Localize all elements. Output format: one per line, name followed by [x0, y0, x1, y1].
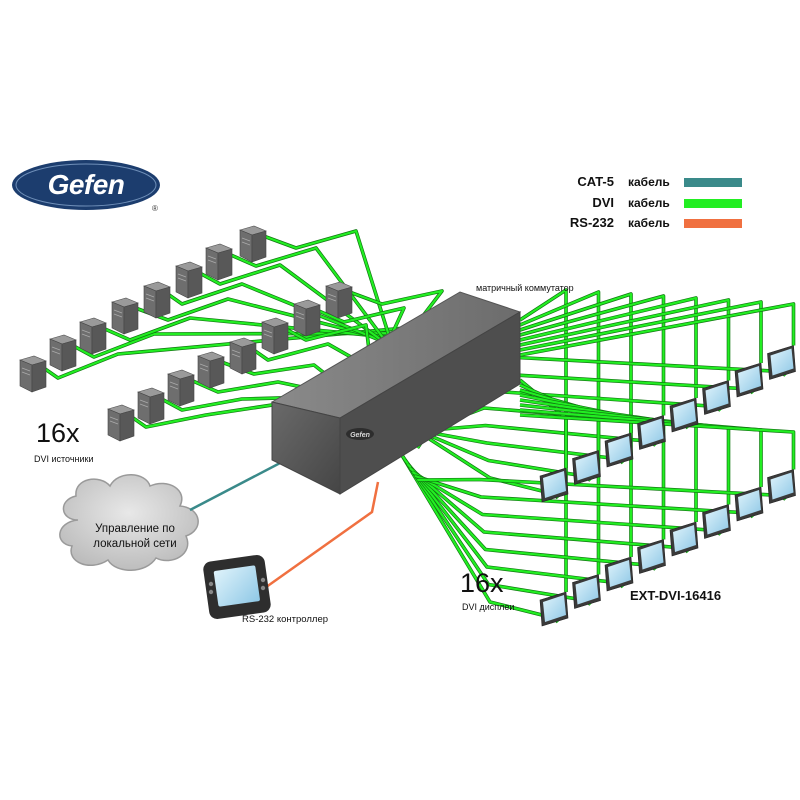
- rs232-controller-icon: [203, 555, 271, 619]
- network-label-line2: локальной сети: [93, 538, 177, 550]
- computer-tower-icon: [143, 281, 171, 319]
- computer-tower-icon: [49, 334, 77, 372]
- dvi-cable: [519, 292, 633, 433]
- dvi-cable: [519, 298, 731, 381]
- computer-tower-icon: [229, 337, 257, 375]
- legend-word: кабель: [628, 196, 670, 210]
- brand-name: Gefen: [47, 169, 125, 200]
- legend-word: кабель: [628, 175, 670, 189]
- displays-count: 16x: [460, 568, 504, 598]
- monitor-icon: [734, 362, 764, 398]
- sources-label: DVI источники: [34, 454, 94, 464]
- dvi-cable: [519, 296, 698, 398]
- dvi-cable: [519, 294, 666, 416]
- computer-tower-icon: [239, 225, 267, 263]
- computer-tower-icon: [293, 299, 321, 337]
- legend-word: кабель: [628, 216, 670, 230]
- computer-tower-icon: [79, 317, 107, 355]
- legend-type: DVI: [592, 195, 614, 210]
- monitor-icon: [572, 574, 601, 609]
- legend-item: CAT-5 кабель: [560, 174, 750, 192]
- controller-label: RS-232 контроллер: [242, 614, 329, 625]
- legend-type: CAT-5: [577, 174, 614, 189]
- computer-tower-icon: [205, 243, 233, 281]
- dvi-cable: [519, 300, 763, 363]
- monitor-icon: [734, 486, 764, 522]
- matrix-switch: Gefen: [270, 291, 522, 495]
- monitor-icon: [572, 450, 601, 485]
- computer-tower-icon: [325, 281, 353, 319]
- computer-tower-icon: [175, 261, 203, 299]
- dvi-cable: [519, 302, 796, 357]
- monitor-icon: [539, 591, 569, 627]
- monitor-icon: [669, 397, 699, 433]
- legend-swatch: [684, 219, 742, 228]
- monitor-icon: [702, 504, 731, 539]
- computer-tower-icon: [167, 369, 195, 407]
- rs232-cable: [261, 481, 380, 592]
- gefen-logo-icon: [12, 160, 160, 210]
- computer-tower-icon: [197, 351, 225, 389]
- monitor-icon: [604, 556, 634, 592]
- legend-swatch: [684, 178, 742, 187]
- dvi-cable: [519, 413, 796, 470]
- model-number: EXT-DVI-16416: [630, 588, 722, 603]
- switch-label: матричный коммутатор: [476, 283, 574, 293]
- registered-mark: ®: [152, 204, 158, 213]
- monitor-icon: [637, 539, 666, 574]
- monitor-icon: [539, 467, 569, 503]
- dvi-sources: [19, 225, 353, 442]
- network-label: Управление по локальной сети: [80, 522, 190, 552]
- legend-type: RS-232: [569, 215, 614, 230]
- dvi-displays: [539, 345, 796, 627]
- computer-tower-icon: [261, 317, 289, 355]
- computer-tower-icon: [107, 404, 135, 442]
- legend-item: RS-232 кабель: [560, 215, 750, 233]
- monitor-icon: [604, 432, 634, 468]
- computer-tower-icon: [111, 297, 139, 335]
- network-cloud-icon: [59, 474, 199, 571]
- monitor-icon: [702, 380, 731, 415]
- sources-count: 16x: [36, 418, 80, 448]
- computer-tower-icon: [19, 355, 47, 393]
- monitor-icon: [767, 345, 796, 380]
- cat5-cable: [189, 460, 283, 512]
- monitor-icon: [669, 521, 699, 557]
- legend-item: DVI кабель: [560, 195, 750, 213]
- computer-tower-icon: [137, 387, 165, 425]
- switch-logo: Gefen: [350, 432, 370, 439]
- monitor-icon: [767, 469, 796, 504]
- displays-label: DVI дисплеи: [462, 602, 515, 612]
- monitor-icon: [637, 415, 666, 450]
- legend-swatch: [684, 199, 742, 208]
- dvi-cable: [414, 474, 755, 519]
- network-label-line1: Управление по: [95, 523, 175, 535]
